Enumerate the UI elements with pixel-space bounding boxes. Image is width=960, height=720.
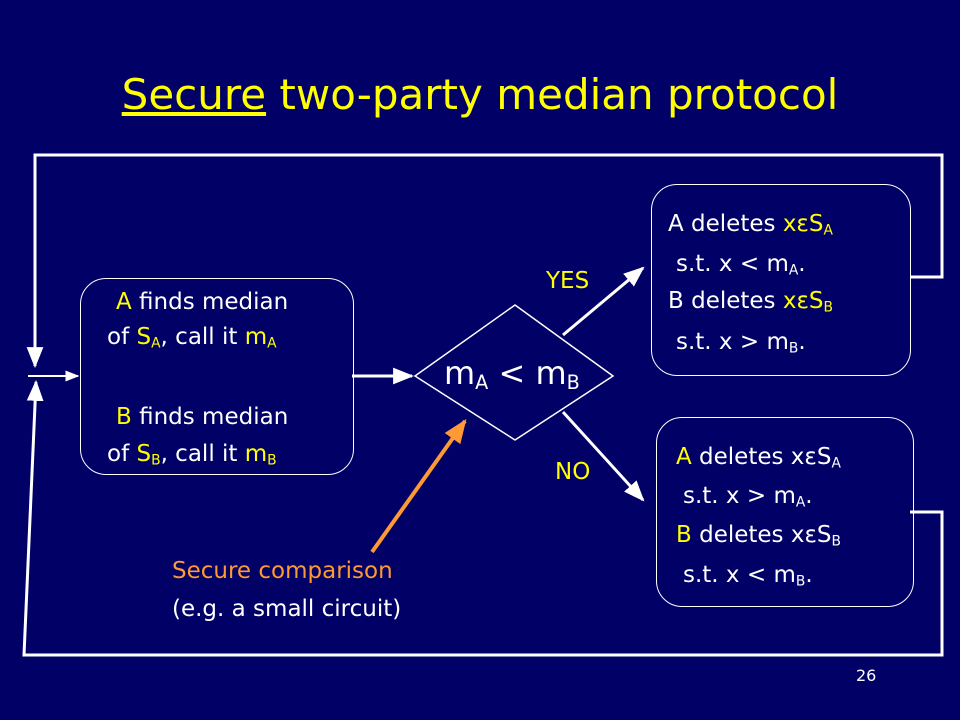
decision-label: mA < mB [444, 354, 580, 394]
yes-label: YES [546, 268, 590, 294]
no-line-4: s.t. x < mB. [683, 562, 813, 590]
yes-line-1: A deletes xεSA [668, 211, 833, 239]
slide-title: Secure two-party median protocol [0, 70, 960, 119]
left-line-1: A finds median [116, 289, 289, 315]
no-line-2: s.t. x > mA. [683, 483, 813, 511]
title-underlined-word: Secure [121, 70, 267, 119]
no-line-1: A deletes xεSA [676, 444, 841, 472]
left-line-2: of SA, call it mA [107, 324, 277, 352]
no-label: NO [555, 459, 591, 485]
annotation-line-1: Secure comparison [172, 558, 393, 584]
comparison-orange-arrow [370, 419, 467, 554]
no-line-3: B deletes xεSB [676, 522, 841, 550]
bottom-loop-line [22, 379, 944, 657]
no-arrow [561, 410, 645, 502]
left-line-3: B finds median [116, 404, 289, 430]
yes-line-4: s.t. x > mB. [676, 329, 806, 357]
left-line-4: of SB, call it mB [107, 441, 277, 469]
no-process-box [656, 417, 914, 607]
title-rest: two-party median protocol [266, 70, 839, 119]
decision-diamond [413, 304, 615, 441]
top-loop-line [26, 153, 944, 369]
yes-process-box [651, 184, 911, 376]
page-number: 26 [856, 666, 877, 685]
annotation-line-2: (e.g. a small circuit) [172, 596, 402, 622]
yes-line-3: B deletes xεSB [668, 288, 833, 316]
yes-line-2: s.t. x < mA. [676, 251, 806, 279]
yes-arrow [562, 266, 645, 337]
left-process-box [80, 278, 354, 475]
